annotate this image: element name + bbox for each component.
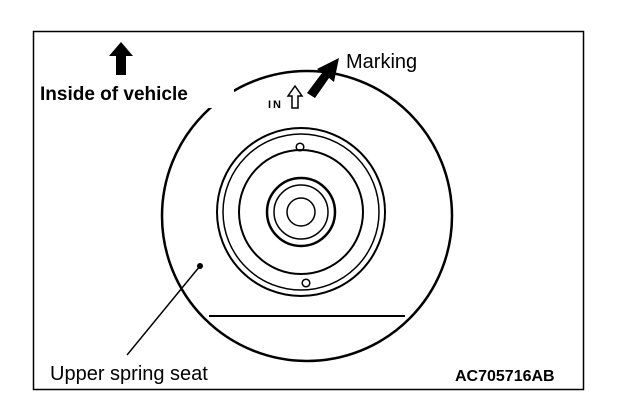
ring-fifth [273, 184, 329, 240]
label-backdrop [36, 80, 234, 108]
marking-label: Marking [346, 51, 417, 73]
figure-frame [32, 30, 585, 391]
top-hole [295, 142, 305, 152]
inside-of-vehicle-label: Inside of vehicle [40, 84, 188, 105]
in-arrow-icon [286, 84, 304, 109]
ring-second [222, 133, 380, 291]
ring-outer [216, 127, 386, 297]
seat-leader-line [126, 265, 201, 356]
up-arrow-icon [109, 42, 133, 75]
ring-center-hole [286, 197, 316, 227]
outer-seat-circle [160, 69, 454, 363]
ring-fourth [265, 176, 337, 248]
bottom-hole [301, 278, 311, 288]
in-mark-label: IN [268, 99, 283, 111]
figure-code-label: AC705716AB [455, 368, 555, 385]
ring-third [238, 149, 364, 275]
upper-spring-seat-label: Upper spring seat [50, 363, 208, 385]
pointer-arrow-icon [307, 58, 339, 98]
